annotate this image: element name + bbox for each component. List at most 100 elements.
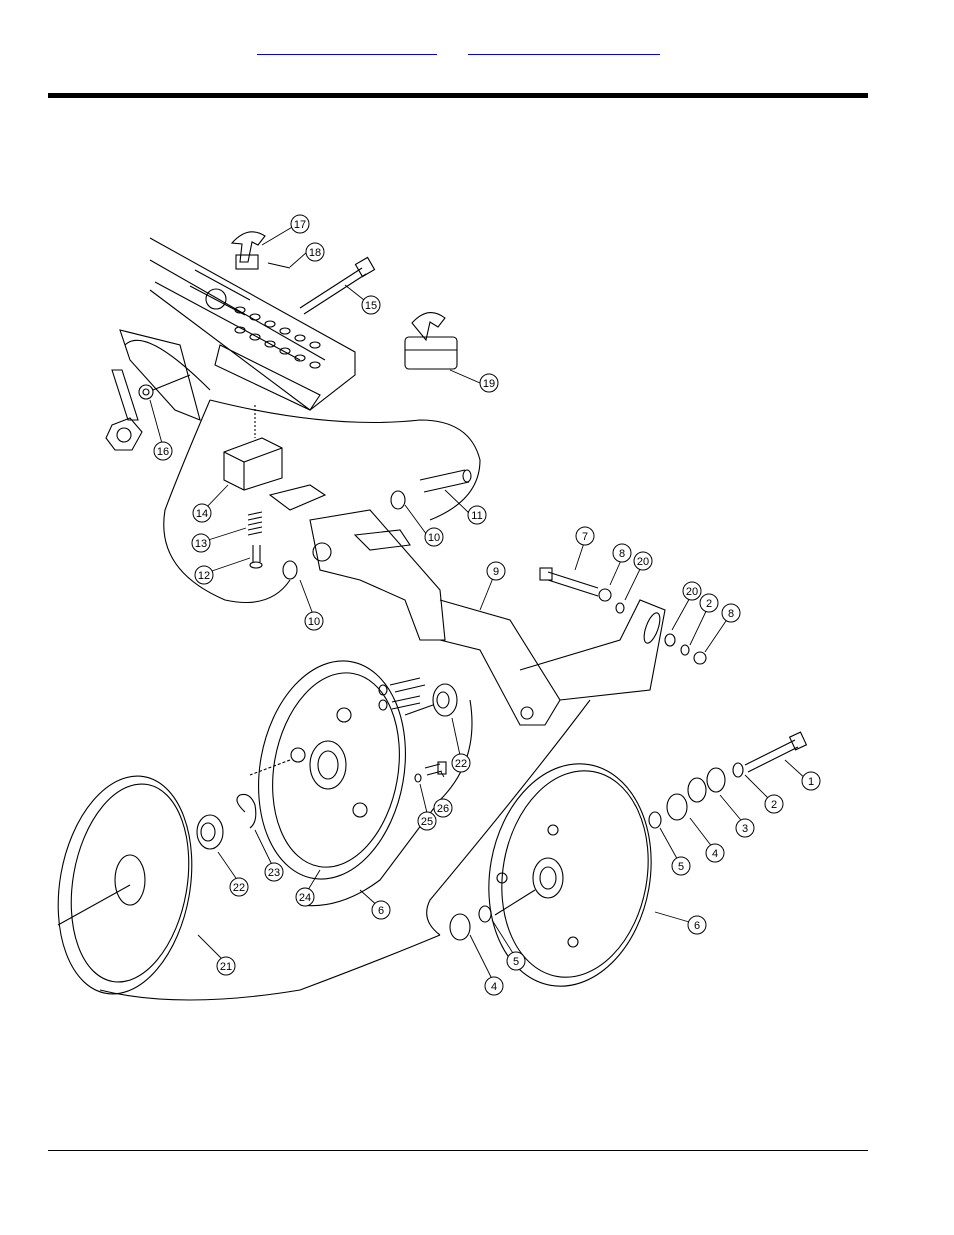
press-wheel-arm — [268, 484, 666, 726]
callout-17: 17 — [290, 214, 310, 234]
callout-22-upper: 22 — [451, 753, 471, 773]
closing-disc — [57, 775, 193, 995]
callout-10-lower: 10 — [304, 611, 324, 631]
header-link-2[interactable] — [468, 40, 660, 55]
callout-20-lower: 20 — [682, 581, 702, 601]
callout-label: 22 — [233, 882, 245, 894]
washer — [478, 905, 492, 923]
callout-label: 4 — [491, 981, 497, 993]
callout-label: 6 — [694, 920, 700, 932]
callout-label: 15 — [365, 300, 377, 312]
parts-exploded-diagram: 17 18 15 19 16 14 13 12 11 10 10 9 7 8 2… — [57, 214, 821, 1001]
callout-4-lower: 4 — [484, 976, 504, 996]
callout-16: 16 — [153, 441, 173, 461]
callout-label: 22 — [455, 758, 467, 770]
washer — [666, 793, 688, 821]
press-wheel-rim — [249, 660, 406, 880]
long-bolt — [299, 256, 376, 315]
callout-label: 20 — [686, 586, 698, 598]
section-outline — [163, 399, 481, 604]
callout-21: 21 — [216, 956, 236, 976]
callout-7: 7 — [575, 526, 595, 546]
callout-label: 8 — [728, 608, 734, 620]
callout-13: 13 — [191, 533, 211, 553]
callout-label: 11 — [471, 510, 482, 522]
spring — [247, 511, 263, 536]
callout-label: 1 — [808, 776, 814, 788]
callout-2-lower: 2 — [764, 794, 784, 814]
press-wheel-disc — [488, 763, 652, 987]
washer — [648, 811, 662, 829]
adjust-handle — [230, 231, 266, 270]
callout-label: 6 — [378, 905, 384, 917]
callout-26: 26 — [433, 798, 453, 818]
callout-11: 11 — [467, 505, 487, 525]
bushing — [390, 490, 406, 510]
callout-1: 1 — [801, 771, 821, 791]
callout-label: 19 — [483, 378, 495, 390]
callout-label: 4 — [712, 848, 718, 860]
callout-24: 24 — [295, 887, 315, 907]
header-rule — [48, 93, 868, 98]
callout-9: 9 — [486, 561, 506, 581]
callout-label: 10 — [308, 616, 320, 628]
footer-rule — [48, 1150, 868, 1151]
callout-23: 23 — [264, 862, 284, 882]
bearing — [404, 683, 458, 717]
callout-label: 12 — [198, 570, 210, 582]
callout-18: 18 — [305, 242, 325, 262]
spring-block — [223, 405, 283, 491]
callout-label: 10 — [428, 532, 440, 544]
pin — [267, 262, 291, 269]
callout-5-lower: 5 — [506, 951, 526, 971]
snap-ring — [236, 793, 257, 829]
callout-4-right: 4 — [705, 843, 725, 863]
callout-label: 9 — [493, 566, 499, 578]
callout-6-left: 6 — [371, 900, 391, 920]
callout-label: 3 — [742, 823, 748, 835]
callout-label: 23 — [268, 867, 280, 879]
frame-bar — [119, 237, 356, 421]
small-bolt — [249, 545, 263, 569]
nut — [138, 374, 191, 400]
washer — [664, 633, 676, 647]
callout-15: 15 — [361, 295, 381, 315]
pivot-pin — [419, 469, 472, 493]
callout-label: 16 — [157, 446, 169, 458]
nut — [693, 651, 707, 665]
callout-label: 8 — [619, 548, 625, 560]
lower-link — [105, 369, 143, 451]
callout-label: 5 — [513, 956, 519, 968]
callout-label: 14 — [196, 508, 208, 520]
washer — [449, 913, 471, 941]
bearing — [196, 814, 224, 850]
callout-label: 24 — [299, 892, 311, 904]
header-link-1[interactable] — [257, 40, 437, 55]
callout-12: 12 — [194, 565, 214, 585]
bushing — [282, 560, 298, 580]
callout-label: 20 — [637, 556, 649, 568]
callout-label: 18 — [309, 247, 321, 259]
spacer — [687, 777, 707, 803]
callout-14: 14 — [192, 503, 212, 523]
callout-8-upper: 8 — [612, 543, 632, 563]
callout-5-right: 5 — [671, 856, 691, 876]
callout-label: 2 — [706, 598, 712, 610]
callout-label: 13 — [195, 538, 207, 550]
callout-19: 19 — [479, 373, 499, 393]
callout-label: 21 — [220, 961, 232, 973]
hub-bolts — [378, 677, 426, 711]
handle-assembly — [404, 312, 458, 370]
spacer — [706, 767, 726, 793]
frame-holes — [234, 306, 321, 369]
axle-bolt — [744, 731, 808, 773]
callout-label: 17 — [294, 219, 306, 231]
callout-8-lower: 8 — [721, 603, 741, 623]
lock-washer — [732, 762, 744, 778]
lock-washer — [680, 644, 690, 656]
callout-10-upper: 10 — [424, 527, 444, 547]
callout-label: 7 — [582, 531, 588, 543]
callout-3: 3 — [735, 818, 755, 838]
callout-25: 25 — [417, 811, 437, 831]
callouts: 17 18 15 19 16 14 13 12 11 10 10 9 7 8 2… — [153, 214, 821, 996]
